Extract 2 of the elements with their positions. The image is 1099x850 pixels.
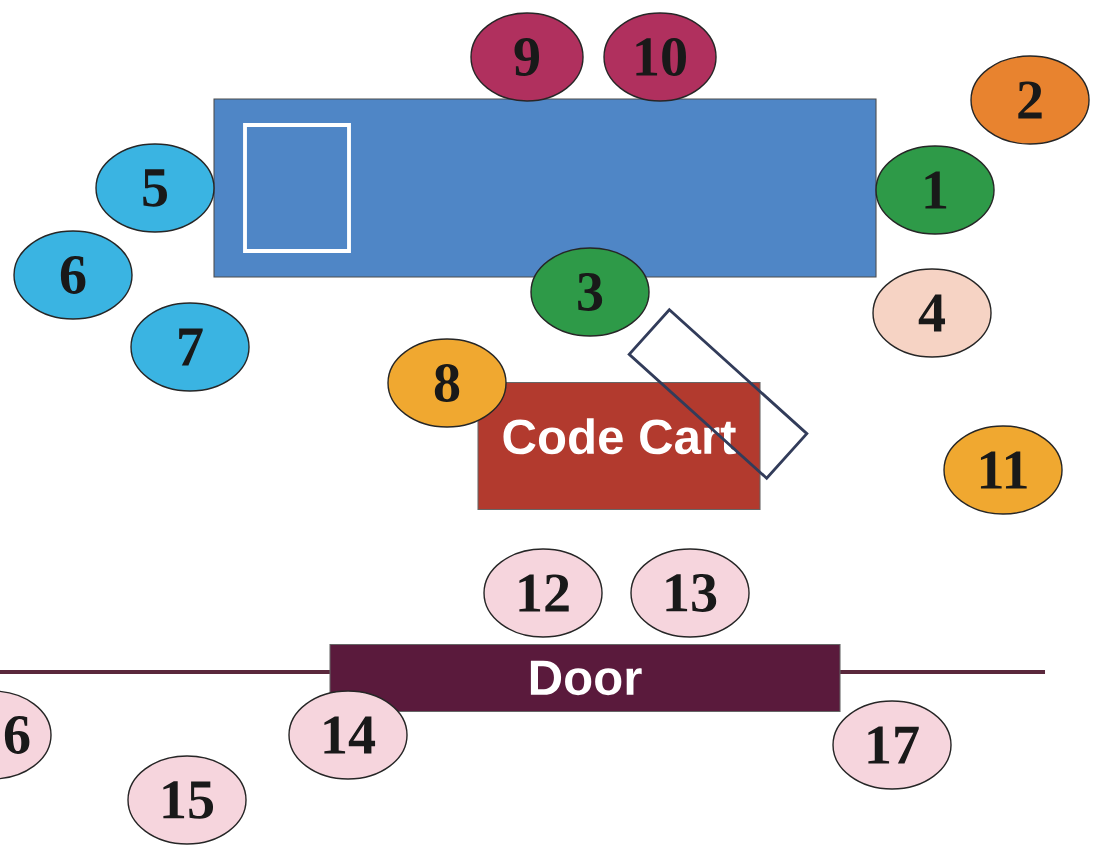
pillow xyxy=(243,123,351,253)
door: Door xyxy=(329,644,841,713)
